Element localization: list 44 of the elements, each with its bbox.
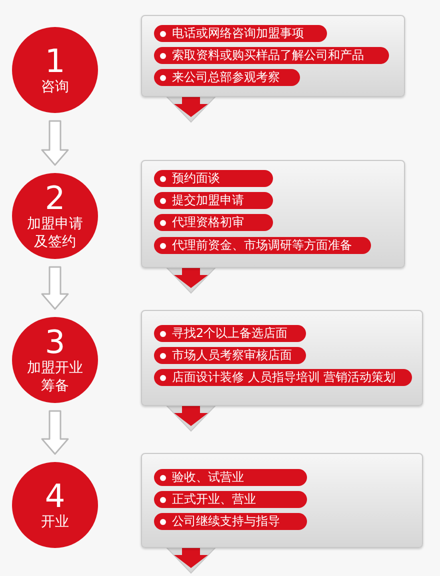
step-title: 咨询 <box>40 78 70 96</box>
hollow-arrow <box>41 120 69 166</box>
down-arrow <box>174 268 208 288</box>
list-item-text: 代理前资金、市场调研等方面准备 <box>172 237 352 254</box>
list-item-text: 来公司总部参观考察 <box>172 69 280 86</box>
callout-box <box>141 160 405 268</box>
step-number: 4 <box>44 479 66 513</box>
list-item-pill <box>154 513 307 530</box>
list-item-pill <box>154 25 327 42</box>
step-number: 1 <box>44 44 66 78</box>
list-item-pill <box>154 325 306 342</box>
list-item-pill <box>154 469 307 486</box>
list-item-text: 店面设计装修 人员指导培训 营销活动策划 <box>172 369 396 386</box>
list-item-pill <box>154 237 371 254</box>
list-item-text: 正式开业、营业 <box>172 491 256 508</box>
callout-box <box>141 310 423 406</box>
callout-box <box>141 453 423 548</box>
list-item-text: 寻找2个以上备选店面 <box>172 325 288 342</box>
hollow-arrow <box>41 266 69 310</box>
down-arrow <box>174 97 208 117</box>
list-item-pill <box>154 69 300 86</box>
step-number: 2 <box>44 181 66 215</box>
list-item-text: 公司继续支持与指导 <box>172 513 280 530</box>
step-title: 加盟开业筹备 <box>26 359 84 395</box>
list-item-text: 验收、试营业 <box>172 469 244 486</box>
list-item-text: 电话或网络咨询加盟事项 <box>172 25 304 42</box>
step-title: 加盟申请及签约 <box>26 215 84 251</box>
step-title: 开业 <box>40 513 70 531</box>
list-item-text: 代理资格初审 <box>172 214 244 231</box>
list-item-text: 预约面谈 <box>172 170 220 187</box>
list-item-pill <box>154 170 273 187</box>
list-item-pill <box>154 491 307 508</box>
list-item-pill <box>154 192 273 209</box>
list-item-pill <box>154 214 273 231</box>
down-arrow <box>174 548 208 568</box>
step-number: 3 <box>44 325 66 359</box>
down-arrow <box>174 406 208 426</box>
callout-box <box>141 15 405 97</box>
list-item-text: 提交加盟申请 <box>172 192 244 209</box>
list-item-text: 索取资料或购买样品了解公司和产品 <box>172 47 364 64</box>
hollow-arrow <box>41 410 69 455</box>
list-item-text: 市场人员考察审核店面 <box>172 347 292 364</box>
list-item-pill <box>154 47 389 64</box>
list-item-pill <box>154 347 306 364</box>
